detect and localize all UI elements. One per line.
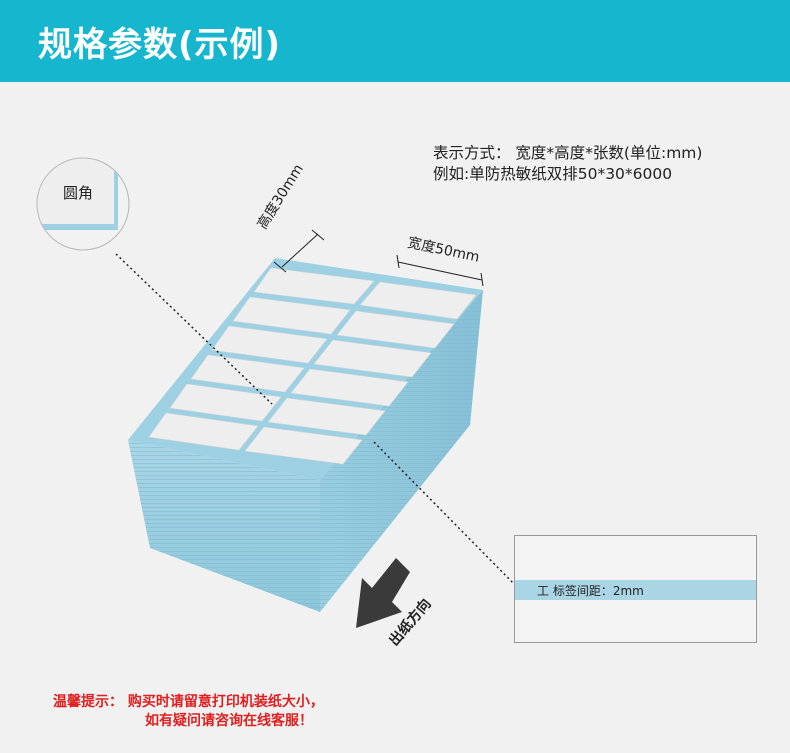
width-dimension [396, 254, 484, 287]
example-line: 例如:单防热敏纸双排50*30*6000 [433, 165, 673, 183]
format-description: 表示方式： 宽度*高度*张数(单位:mm) 例如:单防热敏纸双排50*30*60… [433, 143, 702, 185]
page-title: 规格参数(示例) [38, 25, 282, 65]
warm-tip: 温馨提示： 购买时请留意打印机装纸大小， 如有疑问请咨询在线客服！ [53, 693, 324, 731]
feed-arrow-icon [356, 558, 410, 628]
gap-leader [373, 441, 519, 589]
format-line: 表示方式： 宽度*高度*张数(单位:mm) [433, 144, 703, 162]
corner-label: 圆角 [63, 184, 94, 202]
gap-label-text: 标签间距：2mm [552, 584, 644, 598]
tip-line2: 如有疑问请咨询在线客服！ [145, 713, 313, 729]
gap-icon: 工 [537, 584, 550, 598]
tip-line1: 温馨提示： 购买时请留意打印机装纸大小， [53, 694, 324, 710]
header-banner: 规格参数(示例) [0, 0, 790, 82]
height-dimension [273, 229, 325, 273]
gap-label: 工 标签间距：2mm [537, 582, 644, 599]
gap-strip [515, 580, 756, 600]
corner-leader [115, 253, 273, 405]
label-grid [148, 267, 477, 465]
gap-detail-box: 工 标签间距：2mm [514, 535, 757, 643]
